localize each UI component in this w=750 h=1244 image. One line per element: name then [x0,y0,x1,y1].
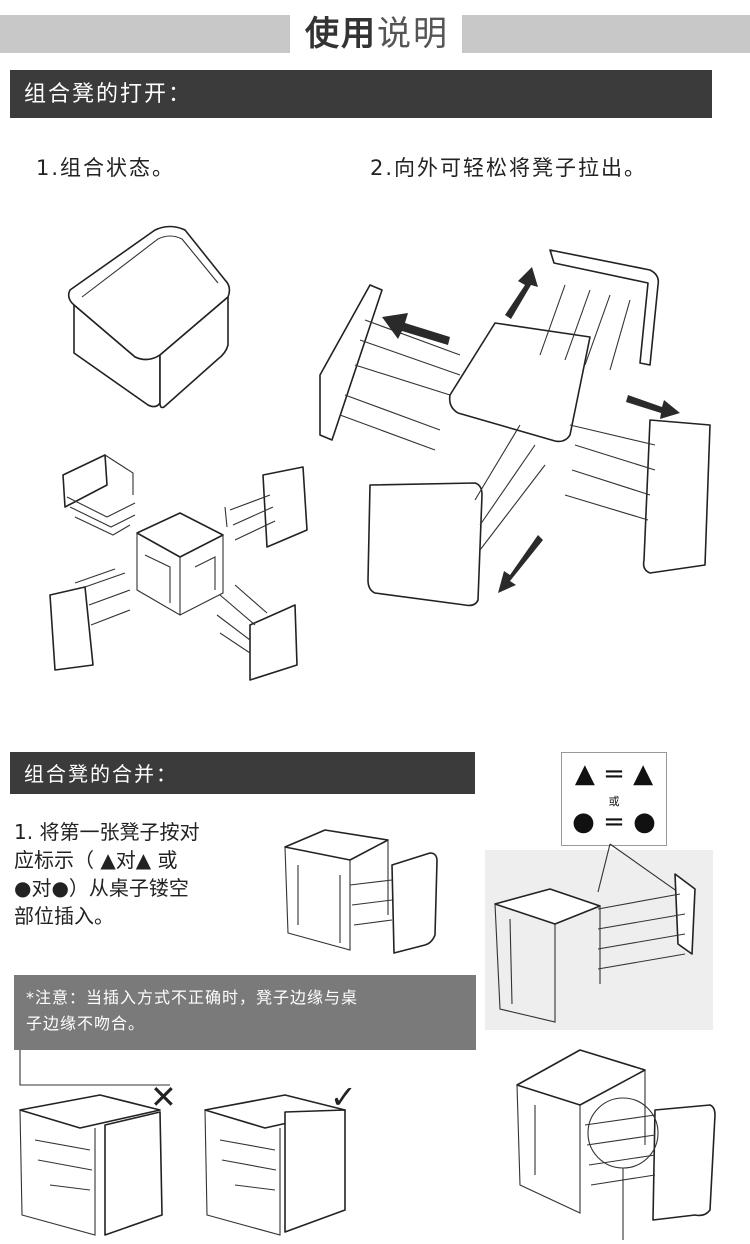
page-title-bold: 使用 [305,14,377,54]
instruction-line: 部位插入。 [14,904,114,928]
pulled-out-illustration [319,249,711,607]
merged-stool-illustration [516,1049,716,1240]
note-line: *注意：当插入方式不正确时，凳子边缘与桌 [26,988,359,1007]
arrow-left [382,313,450,345]
legend-box: ▲ = ▲ 或 ● = ● [561,752,667,846]
arrow-up [505,267,538,319]
instruction-line: 1. 将第一张凳子按对 [14,820,200,844]
step2-label: 2.向外可轻松将凳子拉出。 [370,156,648,180]
wrong-right-examples [19,1050,346,1236]
cube-illustration [67,225,231,409]
legend-circle-row: ● = ● [572,807,656,837]
warning-note: *注意：当插入方式不正确时，凳子边缘与桌 子边缘不吻合。 [14,975,476,1050]
section-merge-title: 组合凳的合并： [10,752,475,794]
note-line: 子边缘不吻合。 [26,1014,146,1033]
header-rule-right [462,15,750,53]
legend-or: 或 [608,795,620,808]
page-title: 使用说明 [296,10,458,58]
arrow-down [498,535,543,593]
step1-label: 1.组合状态。 [36,156,176,180]
instruction-line: ●对●）从桌子镂空 [14,876,189,900]
section-open-title: 组合凳的打开： [10,70,712,118]
arrow-right [626,395,680,419]
right-mark: ✓ [330,1078,357,1116]
instruction-line: 应标示（ ▲对▲ 或 [14,848,178,872]
page-title-light: 说明 [377,14,449,54]
legend-triangle-row: ▲ = ▲ [574,759,654,789]
header-rule-left [0,15,290,53]
legend-pointer-lines [485,843,713,1030]
exploded-set-illustration [49,454,308,681]
merge-instruction: 1. 将第一张凳子按对 应标示（ ▲对▲ 或 ●对●）从桌子镂空 部位插入。 [14,818,254,930]
insert-stool-illustration [284,829,438,954]
wrong-mark: ✕ [150,1078,177,1116]
